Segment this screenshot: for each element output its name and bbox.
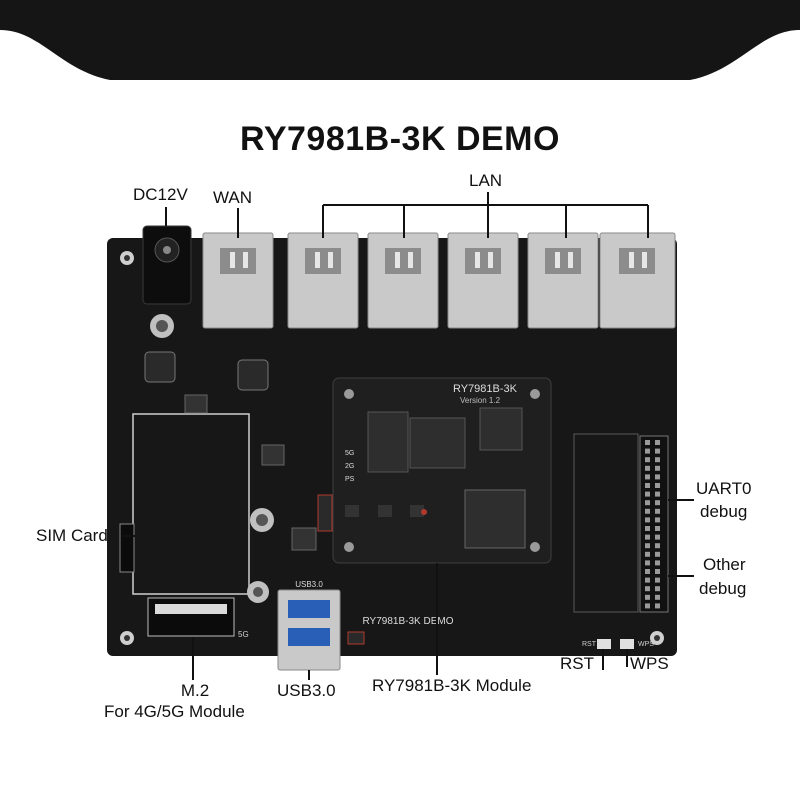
label-uart0-debug: debug <box>700 502 748 521</box>
sim-socket <box>119 523 135 573</box>
header-pin <box>655 508 660 514</box>
callout-lines <box>122 192 694 680</box>
label-rst: RST <box>560 654 594 673</box>
header-pin <box>645 474 650 480</box>
page-title: RY7981B-3K DEMO <box>240 120 560 158</box>
wps-silk: WPS <box>638 641 654 648</box>
header-pin <box>655 440 660 445</box>
module-name-silk: RY7981B-3K <box>453 383 518 395</box>
lan-port-2 <box>367 232 439 329</box>
header-pin <box>645 577 650 583</box>
led-2g-silk: 2G <box>345 463 354 470</box>
header-pin <box>645 569 650 574</box>
usb-silk: USB3.0 <box>295 580 323 589</box>
rst-button <box>597 639 611 649</box>
header-pin <box>645 448 650 454</box>
header-pin <box>655 465 660 471</box>
header-pin <box>655 500 660 506</box>
label-module: RY7981B-3K Module <box>372 676 532 695</box>
header-pin <box>655 448 660 454</box>
header-pin <box>645 551 650 557</box>
dc-power-jack <box>142 225 192 305</box>
header-pin <box>655 560 660 566</box>
top-banner <box>0 0 800 80</box>
header-pin <box>655 483 660 488</box>
slot-5g-silk: 5G <box>238 630 249 639</box>
header-pin <box>655 543 660 549</box>
header-pin <box>645 440 650 445</box>
header-pin <box>645 500 650 506</box>
label-other: Other <box>703 555 746 574</box>
header-pin <box>645 526 650 531</box>
wps-button <box>620 639 634 649</box>
power-components <box>144 314 317 603</box>
ethernet-ports <box>202 232 676 329</box>
header-pin <box>645 594 650 600</box>
header-pin <box>645 560 650 566</box>
header-pin <box>655 594 660 600</box>
led-ps-silk: PS <box>345 476 355 483</box>
label-wan: WAN <box>213 188 253 207</box>
header-pin <box>645 508 650 514</box>
header-pin <box>645 517 650 523</box>
header-pin <box>655 526 660 531</box>
pin-header-pins <box>645 440 660 609</box>
header-pin <box>655 586 660 592</box>
usb3-connector <box>277 589 341 671</box>
header-pin <box>655 474 660 480</box>
header-pin <box>655 534 660 540</box>
header-pin <box>645 543 650 549</box>
lan-port-5 <box>599 232 676 329</box>
pin-header-area <box>573 433 669 613</box>
label-usb30: USB3.0 <box>277 681 336 700</box>
jumper-header-2 <box>347 631 365 645</box>
label-m2: M.2 <box>180 681 210 700</box>
header-pin <box>655 491 660 497</box>
module-version-silk: Version 1.2 <box>460 396 501 405</box>
label-m2-module: For 4G/5G Module <box>104 702 245 721</box>
board-silkscreen: RY7981B-3K DEMO <box>363 616 454 627</box>
lan-port-3 <box>447 232 519 329</box>
header-pin <box>655 517 660 523</box>
m2-slot <box>147 597 235 637</box>
label-wps: WPS <box>630 654 669 673</box>
sim-card-area <box>132 413 250 595</box>
soc-module <box>332 377 552 564</box>
header-pin <box>645 603 650 609</box>
header-pin <box>655 577 660 583</box>
header-pin <box>655 569 660 574</box>
label-sim-card: SIM Card <box>36 526 108 545</box>
header-pin <box>655 457 660 463</box>
header-pin <box>645 465 650 471</box>
header-pin <box>645 457 650 463</box>
header-pin <box>645 483 650 488</box>
label-other-debug: debug <box>699 579 747 598</box>
header-pin <box>655 603 660 609</box>
lan-port-1 <box>287 232 359 329</box>
header-pin <box>645 491 650 497</box>
header-pin <box>645 586 650 592</box>
wan-port <box>202 232 274 329</box>
label-lan: LAN <box>469 171 503 190</box>
header-pin <box>655 551 660 557</box>
jumper-header <box>317 494 333 532</box>
header-pin <box>645 534 650 540</box>
rst-silk: RST <box>582 641 597 648</box>
label-dc12v: DC12V <box>133 185 188 204</box>
lan-port-4 <box>527 232 599 329</box>
led-5g-silk: 5G <box>345 450 354 457</box>
label-uart0: UART0 <box>696 479 752 498</box>
